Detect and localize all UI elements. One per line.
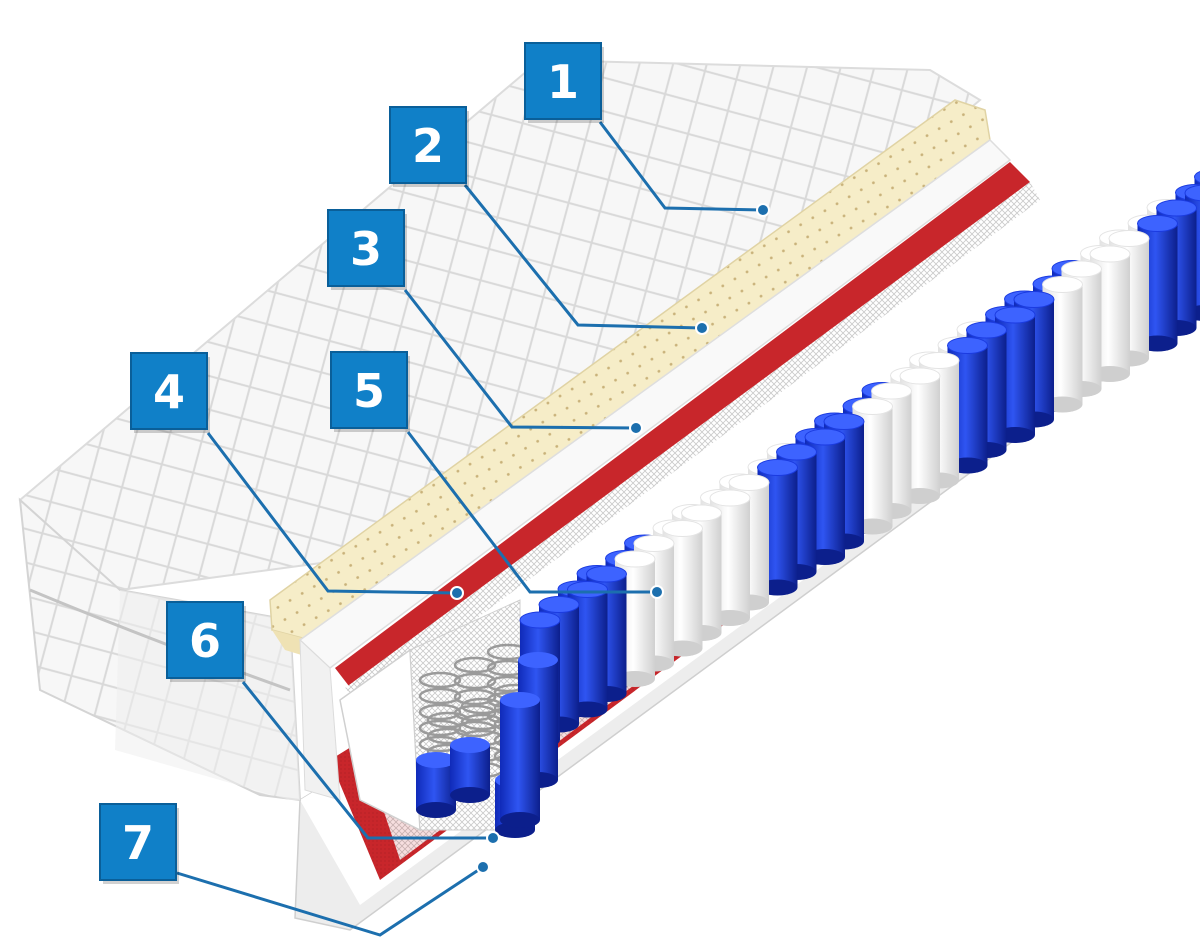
leader-line-3 (403, 289, 637, 430)
callout-badge-6: 6 (166, 601, 246, 682)
foam-layer (298, 139, 1012, 801)
callout-number-7: 7 (122, 816, 154, 870)
callout-badge-1: 1 (524, 42, 604, 123)
callout-number-4: 4 (153, 365, 185, 419)
leader-dot-2 (695, 321, 709, 335)
leader-line-4 (206, 432, 458, 595)
callout-badge-4: 4 (130, 352, 210, 433)
leader-dot-1 (756, 203, 770, 217)
top-cover (18, 58, 982, 802)
pocket-spring-blue (416, 752, 456, 818)
leader-line-1 (598, 121, 764, 212)
leader-line-2 (463, 184, 703, 330)
leader-dot-5 (650, 585, 664, 599)
leader-line-5 (406, 431, 657, 594)
leader-dot-6 (486, 831, 500, 845)
callout-number-3: 3 (350, 222, 382, 276)
callout-number-5: 5 (353, 364, 385, 418)
callout-badge-3: 3 (327, 209, 407, 290)
callout-number-2: 2 (412, 119, 444, 173)
callout-badge-7: 7 (99, 803, 179, 884)
leader-dot-4 (450, 586, 464, 600)
leader-line-6 (241, 681, 493, 840)
callout-badge-2: 2 (389, 106, 469, 187)
leader-dot-7 (476, 860, 490, 874)
callout-badge-5: 5 (330, 351, 410, 432)
callout-number-6: 6 (189, 614, 221, 668)
pocket-spring-blue (450, 737, 490, 803)
pocket-springs (416, 170, 1200, 838)
leader-lines (176, 121, 770, 937)
pocket-spring-blue (500, 692, 540, 828)
leader-dot-3 (629, 421, 643, 435)
felt-edge (335, 162, 1040, 705)
callout-number-1: 1 (547, 55, 579, 109)
leader-line-7 (176, 865, 484, 937)
